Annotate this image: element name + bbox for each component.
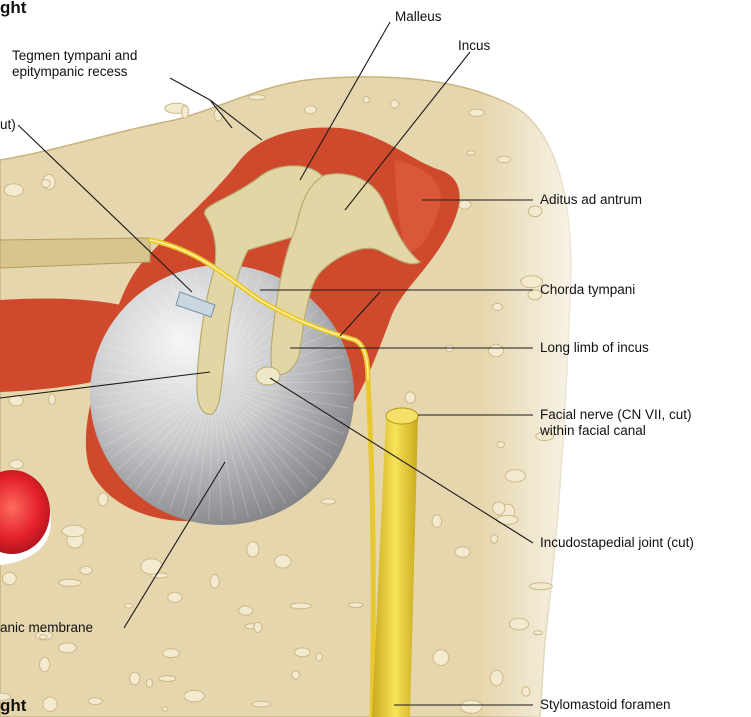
- bone-pore: [522, 687, 530, 696]
- bone-pore: [316, 653, 322, 661]
- bone-pore: [2, 572, 16, 584]
- bone-pore: [461, 700, 482, 713]
- bone-pore: [248, 95, 265, 100]
- bone-pore: [40, 657, 50, 672]
- label-chorda-tympani: Chorda tympani: [540, 282, 635, 298]
- bone-pore: [162, 707, 168, 711]
- bone-pore: [492, 303, 502, 310]
- bone-pore: [432, 515, 442, 528]
- bone-pore: [182, 106, 189, 119]
- bone-pore: [405, 392, 415, 404]
- bone-pore: [530, 583, 553, 590]
- bone-pore: [534, 631, 543, 635]
- bone-pore: [497, 515, 519, 524]
- bone-pore: [497, 442, 505, 448]
- bone-pore: [130, 672, 140, 685]
- bone-pore: [163, 649, 180, 658]
- bone-pore: [498, 156, 511, 163]
- bone-pore: [4, 184, 23, 196]
- bone-pore: [505, 470, 525, 482]
- label-cut-left: ut): [0, 117, 16, 133]
- label-incus: Incus: [458, 38, 490, 54]
- label-facial-nerve: Facial nerve (CN VII, cut) within facial…: [540, 407, 692, 439]
- bone-pore: [490, 670, 503, 685]
- bone-pore: [489, 344, 504, 356]
- bone-pore: [509, 618, 528, 630]
- bone-pore: [491, 535, 498, 543]
- bone-pore: [295, 648, 311, 657]
- bone-pore: [168, 592, 182, 602]
- bone-pore: [210, 575, 219, 589]
- bone-pore: [493, 502, 505, 515]
- bone-pore: [292, 671, 300, 679]
- bone-pore: [467, 151, 475, 155]
- heading-bottom: ght: [0, 696, 26, 716]
- bone-pore: [455, 547, 470, 557]
- bone-pore: [459, 200, 471, 209]
- bone-pore: [254, 622, 262, 632]
- label-stylomastoid-foramen: Stylomastoid foramen: [540, 697, 671, 713]
- bone-pore: [390, 100, 398, 108]
- bone-pore: [290, 603, 311, 609]
- bone-pore: [59, 579, 81, 586]
- bone-pore: [349, 603, 363, 608]
- bone-pore: [88, 698, 102, 705]
- bone-pore: [146, 679, 152, 687]
- bone-pore: [80, 566, 92, 574]
- bone-pore: [58, 643, 76, 653]
- label-tegmen-tympani: Tegmen tympani and epitympanic recess: [12, 48, 137, 80]
- bone-pore: [305, 106, 317, 114]
- bone-pore: [239, 606, 253, 615]
- facial-nerve-cut: [386, 408, 418, 424]
- bone-pore: [10, 460, 24, 469]
- bone-pore: [124, 604, 133, 608]
- bone-pore: [469, 109, 485, 116]
- bone-pore: [275, 555, 291, 568]
- bone-pore: [159, 676, 176, 682]
- bone-pore: [62, 525, 85, 536]
- bone-pore: [184, 690, 205, 701]
- bone-pore: [433, 650, 449, 666]
- bone-pore: [98, 493, 108, 506]
- bone-pore: [49, 394, 56, 405]
- bone-pore: [247, 542, 259, 557]
- bone-pore: [363, 97, 369, 103]
- bone-pore: [141, 559, 162, 575]
- bone-pore: [42, 180, 51, 188]
- label-malleus: Malleus: [395, 9, 442, 25]
- bone-pore: [43, 697, 57, 711]
- label-incudostapedial-joint: Incudostapedial joint (cut): [540, 535, 694, 551]
- bone-fade: [480, 90, 610, 717]
- bone-pore: [253, 701, 271, 707]
- label-tympanic-membrane: anic membrane: [0, 620, 93, 636]
- heading-top: ght: [0, 0, 26, 18]
- label-aditus-ad-antrum: Aditus ad antrum: [540, 192, 642, 208]
- bone-pore: [321, 499, 336, 504]
- label-long-limb-of-incus: Long limb of incus: [540, 340, 649, 356]
